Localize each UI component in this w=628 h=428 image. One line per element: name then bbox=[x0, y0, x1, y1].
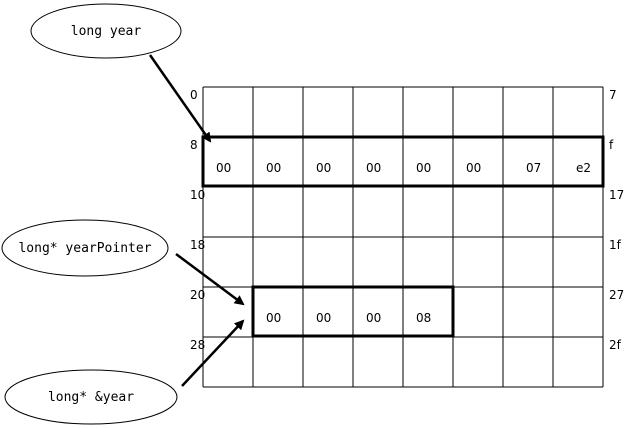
address-label-left: 0 bbox=[190, 88, 198, 102]
address-label-left: 10 bbox=[190, 188, 205, 202]
arrow-year-pointer bbox=[175, 252, 245, 306]
memory-grid bbox=[202, 86, 604, 388]
pointer-highlight-box bbox=[251, 285, 455, 338]
address-label-left: 18 bbox=[190, 238, 205, 252]
year-byte-value: 00 bbox=[416, 161, 431, 175]
year-byte-value: 00 bbox=[266, 161, 281, 175]
variable-label-year-pointer: long* yearPointer bbox=[18, 241, 151, 256]
address-label-right: 7 bbox=[609, 88, 617, 102]
address-label-left: 28 bbox=[190, 338, 205, 352]
address-label-right: f bbox=[609, 138, 614, 152]
byte-values: 00 00 00 00 00 00 07 e2 00 00 00 08 bbox=[216, 161, 591, 325]
variable-label-address-of-year: long* &year bbox=[48, 390, 134, 405]
arrow-address-of-year bbox=[181, 319, 245, 387]
pointer-byte-value: 00 bbox=[316, 311, 331, 325]
pointer-byte-value: 00 bbox=[266, 311, 281, 325]
address-label-right: 17 bbox=[609, 188, 624, 202]
pointer-byte-value: 00 bbox=[366, 311, 381, 325]
year-byte-value: 00 bbox=[366, 161, 381, 175]
year-highlight-box bbox=[201, 135, 605, 188]
year-byte-value: 00 bbox=[466, 161, 481, 175]
year-byte-value: 00 bbox=[316, 161, 331, 175]
variable-bubble-year-pointer: long* yearPointer bbox=[1, 219, 169, 277]
address-label-right: 2f bbox=[609, 338, 622, 352]
year-byte-value: 07 bbox=[526, 161, 541, 175]
variable-bubble-address-of-year: long* &year bbox=[4, 369, 178, 425]
variable-label-long-year: long year bbox=[71, 24, 142, 39]
address-label-left: 8 bbox=[190, 138, 198, 152]
address-label-right: 1f bbox=[609, 238, 622, 252]
year-byte-value: 00 bbox=[216, 161, 231, 175]
pointer-byte-value: 08 bbox=[416, 311, 431, 325]
variable-bubble-long-year: long year bbox=[30, 3, 182, 59]
address-label-right: 27 bbox=[609, 288, 624, 302]
year-byte-value: e2 bbox=[576, 161, 591, 175]
address-label-left: 20 bbox=[190, 288, 205, 302]
arrow-long-year bbox=[148, 54, 212, 143]
